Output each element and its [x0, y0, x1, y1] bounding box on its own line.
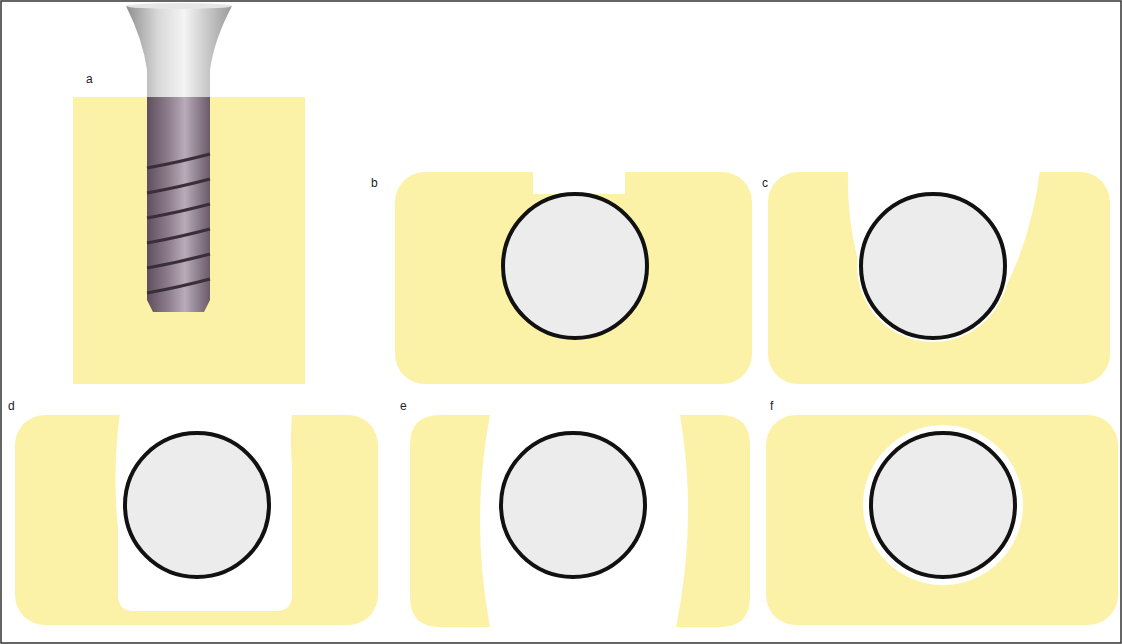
defect — [115, 413, 292, 611]
implant-section — [861, 194, 1005, 338]
thread-line — [147, 179, 210, 193]
panel-letter: f — [770, 399, 773, 413]
panel-a — [73, 3, 305, 384]
implant-threads — [147, 154, 210, 293]
defect — [857, 190, 1009, 342]
panel-b — [395, 170, 752, 384]
panel-letter: c — [762, 176, 768, 190]
panel-c — [768, 170, 1110, 384]
thread-line — [147, 279, 210, 293]
defect — [848, 170, 1040, 338]
implant-collar — [126, 6, 232, 97]
defect — [863, 425, 1023, 585]
implant-top — [126, 3, 232, 9]
panel-letter: e — [400, 399, 407, 413]
bone-section — [395, 172, 752, 384]
bone-section — [410, 415, 490, 627]
bone-section — [766, 415, 1118, 625]
thread-line — [147, 154, 210, 168]
panel-letter: a — [86, 72, 93, 86]
implant-section — [871, 433, 1015, 577]
panel-letter: b — [371, 176, 378, 190]
implant-section — [503, 194, 647, 338]
bone-section — [676, 415, 750, 627]
panel-e — [410, 415, 750, 627]
implant-section — [501, 433, 645, 577]
implant-section — [125, 433, 269, 577]
thread-line — [147, 229, 210, 243]
implant-body — [147, 97, 210, 312]
thread-line — [147, 204, 210, 218]
bone-section — [768, 172, 1110, 384]
panel-d — [15, 413, 378, 625]
crestal-notch — [533, 170, 625, 194]
thread-line — [147, 254, 210, 268]
bone-block — [73, 97, 305, 384]
panel-letter: d — [8, 399, 15, 413]
panel-f — [766, 415, 1118, 625]
